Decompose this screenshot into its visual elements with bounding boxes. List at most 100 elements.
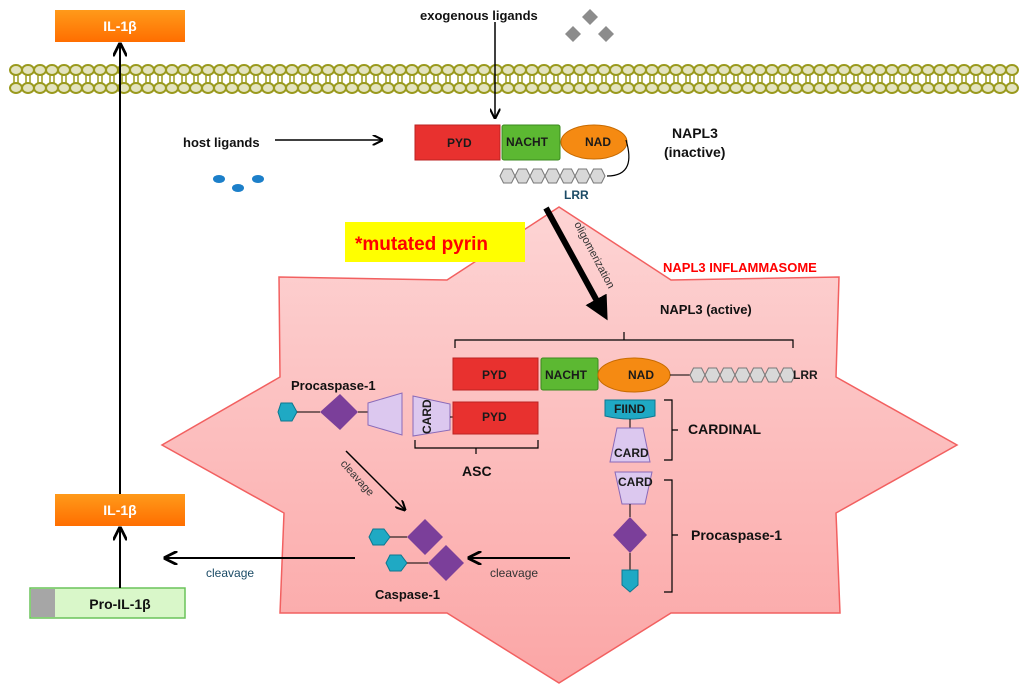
- lipid-head: [381, 64, 395, 76]
- lipid-head: [669, 82, 683, 94]
- lipid-head: [105, 82, 119, 94]
- lrr-hexagon: [689, 367, 706, 383]
- lipid-head: [957, 82, 971, 94]
- lipid-head: [609, 82, 623, 94]
- lipid-head: [417, 82, 431, 94]
- lipid-head: [945, 82, 959, 94]
- lrr-hexagon: [529, 168, 546, 184]
- lipid-head: [957, 64, 971, 76]
- lipid-head: [909, 82, 923, 94]
- lipid-head: [177, 64, 191, 76]
- lipid-head: [201, 64, 215, 76]
- lrr-hexagon: [499, 168, 516, 184]
- lipid-head: [321, 64, 335, 76]
- lipid-head: [45, 82, 59, 94]
- lipid-head: [621, 82, 635, 94]
- lipid-head: [705, 82, 719, 94]
- cardinal: FIIND CARD: [604, 399, 678, 463]
- lipid-head: [249, 64, 263, 76]
- lipid-head: [297, 64, 311, 76]
- lipid-head: [573, 82, 587, 94]
- lrr-hexagon: [559, 168, 576, 184]
- lipid-head: [813, 82, 827, 94]
- lipid-head: [129, 64, 143, 76]
- lipid-head: [429, 82, 443, 94]
- lipid-head: [873, 64, 887, 76]
- lipid-head: [153, 82, 167, 94]
- lipid-head: [969, 82, 983, 94]
- lipid-head: [501, 82, 515, 94]
- lipid-head: [921, 64, 935, 76]
- lipid-head: [333, 64, 347, 76]
- lipid-head: [909, 64, 923, 76]
- lipid-head: [93, 64, 107, 76]
- arrow-cleavage-diag: [345, 450, 405, 510]
- lipid-head: [297, 82, 311, 94]
- svg-text:CARD: CARD: [618, 475, 653, 489]
- lipid-head: [345, 64, 359, 76]
- lipid-head: [105, 64, 119, 76]
- lipid-head: [405, 64, 419, 76]
- lipid-head: [69, 64, 83, 76]
- lipid-head: [165, 82, 179, 94]
- lipid-head: [621, 64, 635, 76]
- lipid-head: [861, 82, 875, 94]
- lipid-head: [657, 82, 671, 94]
- lipid-head: [189, 82, 203, 94]
- lipid-head: [141, 82, 155, 94]
- lipid-head: [753, 64, 767, 76]
- il1b-top-box: IL-1β: [55, 10, 185, 42]
- napl3-inactive-sublabel: (inactive): [664, 144, 725, 160]
- lipid-head: [57, 82, 71, 94]
- lipid-head: [93, 82, 107, 94]
- svg-text:CARD: CARD: [614, 446, 649, 460]
- lipid-head: [129, 82, 143, 94]
- lipid-head: [801, 64, 815, 76]
- exogenous-ligand-diamonds: [565, 9, 614, 42]
- lipid-head: [645, 64, 659, 76]
- lipid-head: [837, 82, 851, 94]
- lipid-head: [525, 64, 539, 76]
- lrr-repeats: [499, 168, 606, 184]
- lipid-head: [609, 64, 623, 76]
- svg-text:LRR: LRR: [564, 188, 589, 202]
- lipid-head: [681, 82, 695, 94]
- inflammasome-label: NAPL3 INFLAMMASOME: [663, 260, 817, 275]
- lipid-head: [549, 82, 563, 94]
- lipid-head: [789, 82, 803, 94]
- mutated-pyrin-highlight: [345, 222, 525, 262]
- lipid-head: [537, 64, 551, 76]
- lipid-head: [825, 82, 839, 94]
- lipid-head: [789, 64, 803, 76]
- lipid-head: [477, 82, 491, 94]
- lipid-head: [21, 64, 35, 76]
- napl3-active-label: NAPL3 (active): [660, 302, 752, 317]
- lipid-head: [441, 64, 455, 76]
- lipid-head: [177, 82, 191, 94]
- lrr-hexagon: [574, 168, 591, 184]
- lipid-head: [897, 82, 911, 94]
- lipid-head: [753, 82, 767, 94]
- lrr-hexagon: [544, 168, 561, 184]
- lrr-hexagon: [764, 367, 781, 383]
- caspase-1: [368, 519, 464, 581]
- procaspase-right-label: Procaspase-1: [691, 527, 782, 543]
- procaspase-left-label: Procaspase-1: [291, 378, 376, 393]
- lipid-head: [213, 82, 227, 94]
- pro-il1b-label: Pro-IL-1β: [89, 596, 151, 612]
- il1b-bottom-label: IL-1β: [103, 502, 137, 518]
- lipid-head: [573, 64, 587, 76]
- lipid-head: [993, 64, 1007, 76]
- lipid-head: [597, 82, 611, 94]
- lipid-head: [153, 64, 167, 76]
- lipid-head: [9, 64, 23, 76]
- lipid-head: [921, 82, 935, 94]
- lrr-hexagon: [704, 367, 721, 383]
- lipid-head: [465, 82, 479, 94]
- lipid-head: [369, 82, 383, 94]
- lipid-head: [861, 64, 875, 76]
- mutated-pyrin-label: *mutated pyrin: [355, 234, 488, 255]
- lipid-head: [729, 64, 743, 76]
- lipid-head: [645, 82, 659, 94]
